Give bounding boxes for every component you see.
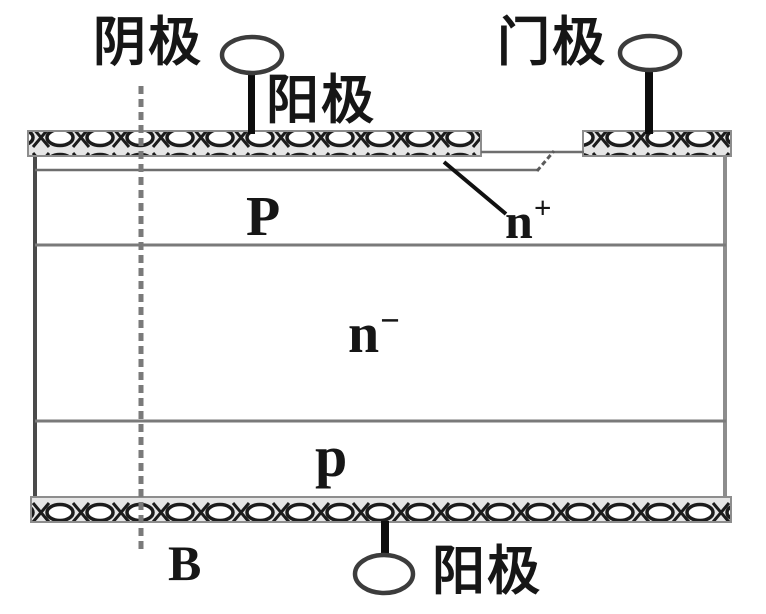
anode-bottom-terminal-lead (381, 521, 389, 557)
layer-label-n-plus: n+ (505, 192, 551, 249)
n-plus-base: n (505, 193, 533, 249)
n-minus-base: n (348, 303, 380, 365)
anode-top-label: 阳极 (266, 70, 376, 131)
gate-label: 门极 (497, 12, 607, 73)
anode-bottom-terminal-icon (352, 552, 416, 596)
n-minus-superscript: − (380, 301, 400, 340)
bottom-metallization-bar (30, 496, 732, 523)
n-plus-superscript: + (533, 190, 552, 225)
n-plus-leader-line (442, 160, 508, 216)
cathode-label: 阴极 (93, 12, 203, 73)
region-label-b: B (168, 535, 202, 591)
gate-terminal-lead (645, 68, 653, 134)
device-left-edge (33, 133, 37, 499)
layer-label-p-top: P (246, 186, 281, 248)
anode-top-terminal-icon (219, 34, 285, 76)
device-right-edge (723, 152, 727, 500)
anode-top-terminal-lead (248, 72, 255, 134)
layer-label-p-bottom: p (315, 424, 348, 489)
n-plus-edge-step (535, 150, 556, 172)
gate-metallization-bar (582, 130, 732, 157)
anode-bottom-label: 阳极 (432, 541, 542, 602)
layer-label-n-minus: n− (348, 303, 400, 365)
top-metallization-bar (27, 130, 482, 157)
gate-terminal-icon (617, 33, 683, 73)
